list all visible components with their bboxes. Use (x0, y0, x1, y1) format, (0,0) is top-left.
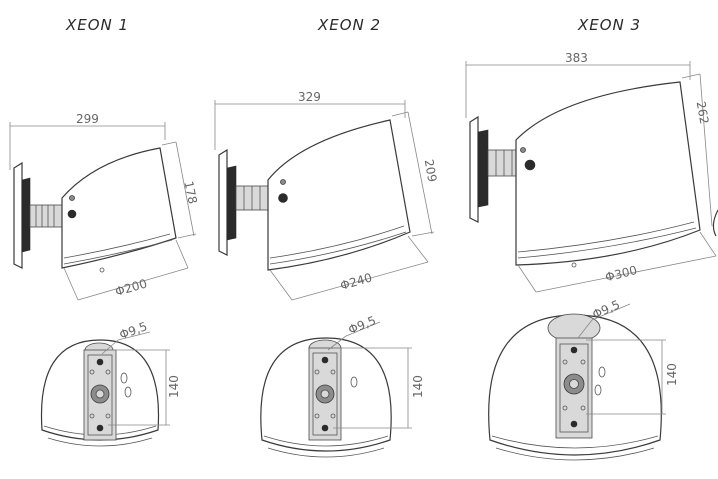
diameter-dimension-xeon-1: Φ200 (114, 276, 149, 298)
side-view-xeon-3: 383 262 Φ300 (465, 51, 718, 293)
side-view-xeon-2: 329 209 Φ240 (214, 90, 440, 301)
model-title-xeon-3: XEON 3 (577, 16, 641, 34)
hole-dimension-xeon-1: Φ9,5 (118, 319, 150, 342)
width-dimension-xeon-3: 383 (565, 51, 588, 65)
height-dimension-xeon-1: 178 (181, 180, 199, 205)
width-dimension-xeon-2: 329 (298, 90, 321, 104)
rear-view-xeon-1: Φ9,5 140 (40, 319, 181, 447)
spacing-dimension-xeon-1: 140 (167, 375, 181, 398)
height-dimension-xeon-3: 262 (694, 100, 712, 125)
height-dimension-xeon-2: 209 (422, 158, 440, 183)
hole-dimension-xeon-3: Φ9,5 (590, 297, 622, 321)
width-dimension-xeon-1: 299 (76, 112, 99, 126)
side-view-xeon-1: 299 178 Φ200 (9, 112, 200, 301)
rear-view-xeon-2: Φ9,5 140 (260, 313, 425, 458)
rear-view-xeon-3: Φ9,5 140 (488, 297, 679, 461)
diameter-dimension-xeon-2: Φ240 (339, 270, 374, 292)
diameter-dimension-xeon-3: Φ300 (604, 263, 639, 284)
model-title-xeon-2: XEON 2 (317, 16, 381, 34)
spacing-dimension-xeon-2: 140 (411, 375, 425, 398)
hole-dimension-xeon-2: Φ9,5 (346, 313, 378, 337)
spacing-dimension-xeon-3: 140 (665, 363, 679, 386)
model-title-xeon-1: XEON 1 (65, 16, 129, 34)
